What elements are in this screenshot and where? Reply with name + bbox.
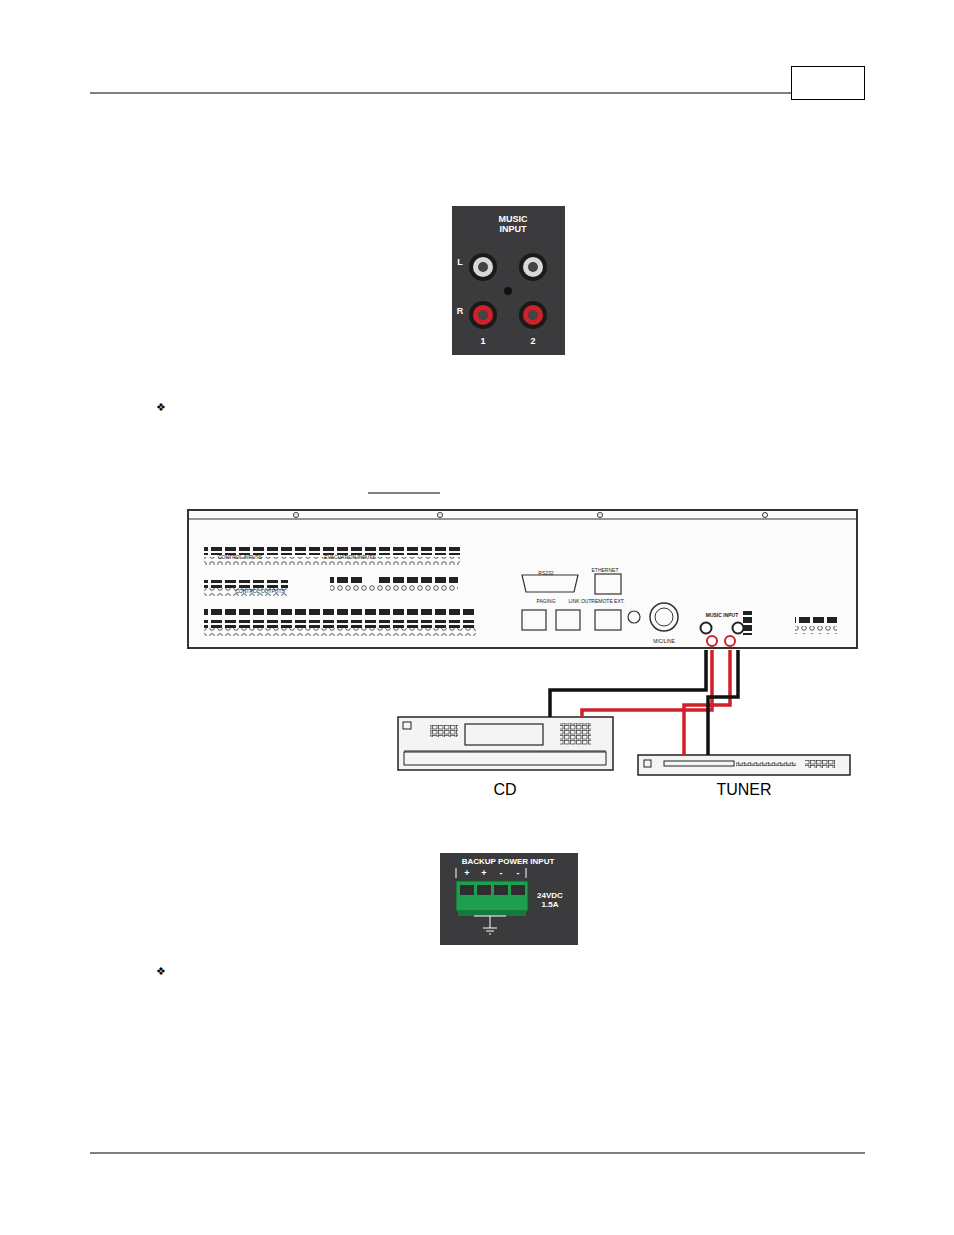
- photo-label: +: [481, 868, 486, 878]
- panel-label: PAGING: [536, 599, 555, 605]
- photo-label: MUSIC INPUT: [491, 214, 535, 235]
- panel-label: ETHERNET: [592, 568, 619, 574]
- tuner: [638, 755, 850, 775]
- panel-label: MUSIC INPUT: [706, 613, 739, 619]
- photo-label: +: [464, 868, 469, 878]
- rear-panel: [188, 510, 857, 648]
- tuner: TUNER: [638, 755, 850, 775]
- panel-label: CONTROL OUTPUTS: [235, 589, 285, 595]
- photo-label: R: [457, 306, 464, 316]
- panel-label: TUNER: [716, 781, 771, 799]
- photo-label: ❖: [156, 401, 166, 414]
- photo-label: BACKUP POWER INPUT: [462, 857, 555, 866]
- page-footer-rule: [90, 1153, 865, 1154]
- photo-label: 1: [480, 336, 485, 346]
- photo-label: 2: [530, 336, 535, 346]
- rear-panel: CONTROL INPUTS EVACUATION INPUTS CONTROL O…: [188, 510, 857, 648]
- music-input-jacks: MUSIC INPUT: [696, 611, 752, 650]
- photo-label: -: [500, 868, 503, 878]
- panel-label: RS232: [538, 571, 553, 577]
- panel-label: LINK OUT: [568, 599, 591, 605]
- panel-label: REMOTE EXT.: [591, 599, 624, 605]
- panel-label: CONTROL INPUTS: [218, 555, 262, 561]
- cd-player: [398, 717, 613, 770]
- music-input-photo: [452, 206, 565, 355]
- audio-cable: [708, 650, 738, 755]
- panel-label: EVACUATION INPUTS: [324, 555, 376, 561]
- backup-power-photo: [440, 853, 578, 945]
- page-header: [90, 67, 865, 100]
- panel-label: MIC/LINE: [653, 639, 675, 645]
- photo-label: 24VDC 1.5A: [533, 891, 567, 909]
- cd-player: CD: [398, 717, 613, 770]
- underline: [368, 493, 440, 494]
- audio-cable: [582, 650, 712, 717]
- photo-label: ❖: [156, 965, 166, 978]
- photo-label: -: [517, 868, 520, 878]
- panel-label: CD: [493, 781, 516, 799]
- photo-label: L: [457, 257, 463, 267]
